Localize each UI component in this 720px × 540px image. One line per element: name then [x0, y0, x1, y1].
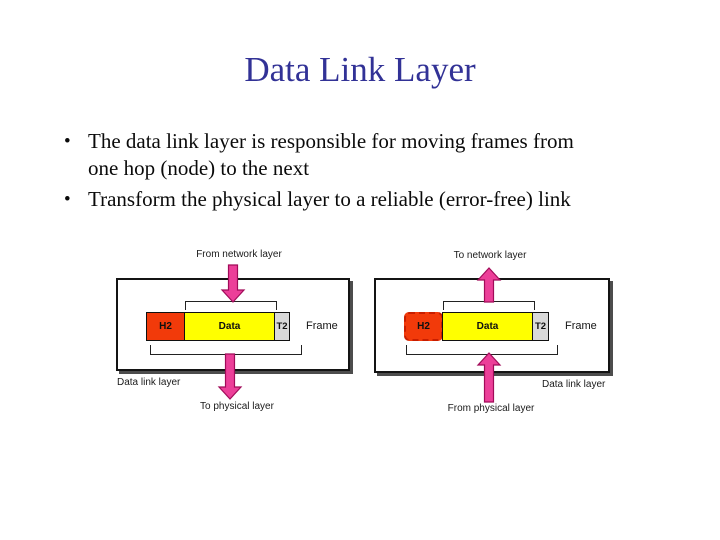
left-bottom-bracket: [150, 345, 302, 355]
right-frame: H2 Data T2: [404, 312, 549, 341]
bullet-item-2: • Transform the physical layer to a reli…: [62, 186, 668, 213]
right-bottom-bracket: [406, 345, 558, 355]
bullet-list: • The data link layer is responsible for…: [62, 128, 668, 217]
left-header-cell: H2: [146, 312, 185, 341]
right-trailer-cell: T2: [532, 312, 549, 341]
left-bottom-label: To physical layer: [200, 401, 274, 412]
left-frame-caption: Frame: [306, 320, 338, 332]
left-box-label: Data link layer: [117, 377, 181, 388]
bullet-1-line-2: one hop (node) to the next: [88, 156, 310, 180]
right-bottom-label: From physical layer: [447, 403, 535, 414]
left-frame: H2 Data T2: [146, 312, 290, 341]
right-top-bracket: [443, 301, 535, 310]
right-header-cell: H2: [404, 312, 443, 341]
bullet-1-line-1: The data link layer is responsible for m…: [88, 129, 574, 153]
bullet-marker: •: [64, 189, 71, 210]
bullet-item-1: • The data link layer is responsible for…: [62, 128, 668, 182]
left-payload-cell: Data: [183, 312, 276, 341]
page-title: Data Link Layer: [244, 50, 476, 89]
right-frame-caption: Frame: [565, 320, 597, 332]
right-box-label: Data link layer: [542, 379, 606, 390]
bullet-2-line-1: Transform the physical layer to a reliab…: [88, 187, 571, 211]
left-top-label: From network layer: [196, 249, 282, 260]
bullet-marker: •: [64, 131, 71, 152]
left-top-bracket: [185, 301, 277, 310]
right-top-label: To network layer: [453, 250, 527, 261]
right-payload-cell: Data: [441, 312, 534, 341]
left-trailer-cell: T2: [274, 312, 290, 341]
